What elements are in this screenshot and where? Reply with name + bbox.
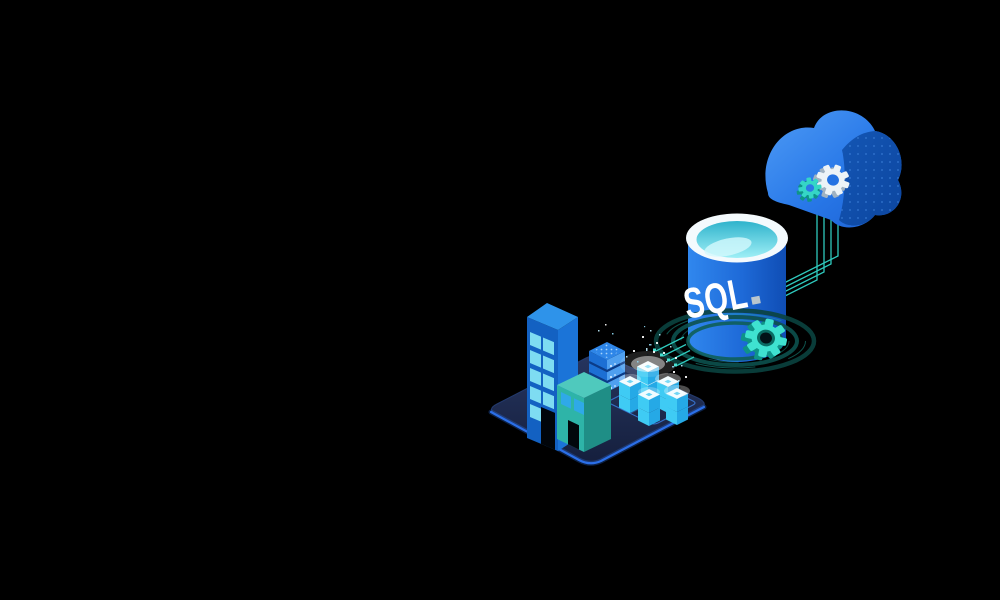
sql-cursor-block (751, 295, 761, 305)
tower-door (541, 407, 555, 450)
gear-teal-large-icon (737, 314, 791, 365)
cloud-circuit-lines (770, 204, 840, 304)
cube-pillar (666, 388, 688, 425)
sql-label-group: SQL (680, 269, 761, 329)
teal-building-icon (557, 372, 611, 452)
teal-building-windows (561, 392, 584, 415)
tower-windows (530, 332, 554, 422)
platform-edge (489, 405, 706, 465)
gear-teal-small-icon (795, 175, 823, 204)
sql-label: SQL (680, 269, 752, 328)
cube-pillar (638, 389, 660, 426)
circuit-node-dots (653, 348, 677, 367)
rack-top-dots (593, 344, 621, 358)
teal-building-door (568, 420, 579, 450)
gear-white-icon (808, 159, 855, 204)
cube-glow (619, 351, 690, 397)
city-circuit-lines (653, 336, 695, 367)
cloud-dot-texture (839, 131, 902, 226)
data-cubes-icon (619, 351, 690, 426)
data-particles (598, 324, 687, 389)
